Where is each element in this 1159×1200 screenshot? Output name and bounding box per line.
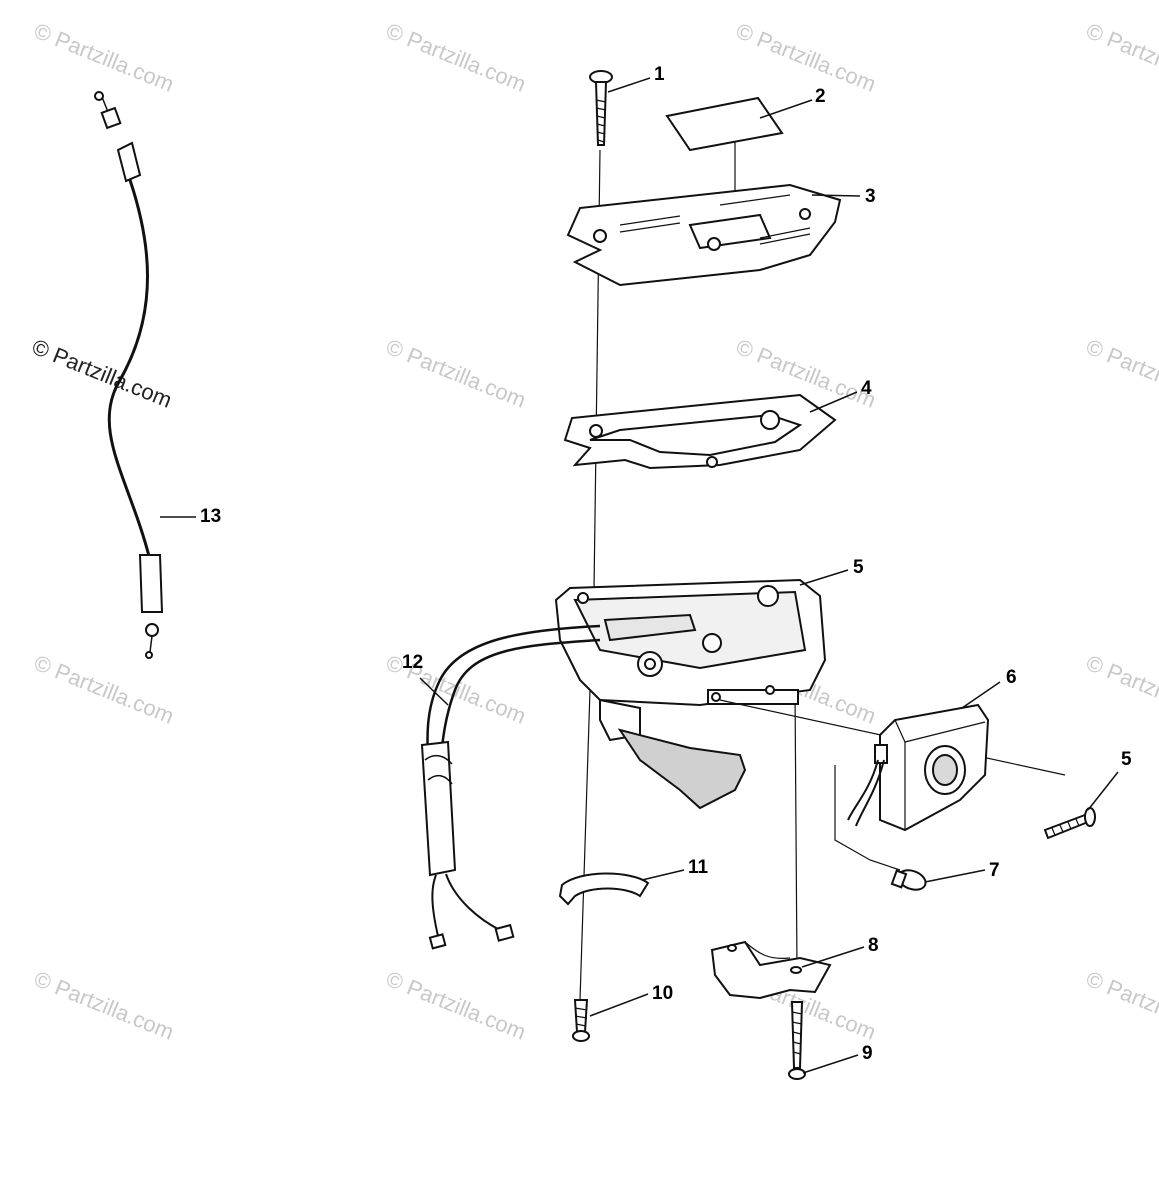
screw-part-10 <box>572 999 590 1042</box>
leader-line <box>809 391 858 413</box>
leader-line <box>799 569 849 586</box>
callout-6: 6 <box>1006 667 1017 688</box>
decal-part-2 <box>665 96 784 152</box>
throttle-cable <box>94 91 164 659</box>
callout-3: 3 <box>865 186 876 207</box>
housing-part-5 <box>554 578 827 810</box>
alignment-line <box>794 689 798 971</box>
callout-8: 8 <box>868 935 879 956</box>
callout-9: 9 <box>862 1043 873 1064</box>
callout-10: 10 <box>652 983 674 1004</box>
clip-part-11 <box>558 872 650 906</box>
alignment-line <box>579 689 591 1001</box>
clamp-part-8 <box>710 940 832 1000</box>
gasket-part-4 <box>563 393 837 470</box>
leader-line <box>607 77 651 93</box>
callout-7: 7 <box>989 860 1000 881</box>
leader-line <box>924 869 986 883</box>
callout-11: 11 <box>688 857 709 878</box>
leader-line <box>961 681 1001 709</box>
leader-line <box>1087 771 1119 811</box>
screw-part-5 <box>1043 807 1096 840</box>
leader-line <box>589 993 649 1017</box>
screw-part-9 <box>788 1001 806 1080</box>
leader-line <box>419 677 449 706</box>
callout-2: 2 <box>815 86 826 107</box>
cover-part-3 <box>566 183 842 287</box>
switch-part-6 <box>834 703 990 871</box>
callout-5: 5 <box>853 557 864 578</box>
wiring-harness-part-12 <box>420 624 601 950</box>
callout-12: 12 <box>402 652 424 673</box>
bulb-part-7 <box>890 869 927 891</box>
callout-4: 4 <box>861 378 872 399</box>
callout-1: 1 <box>654 64 665 85</box>
callout-5: 5 <box>1121 749 1132 770</box>
leader-line <box>801 946 865 968</box>
leader-line <box>641 869 685 881</box>
leader-line <box>759 99 813 119</box>
leader-line <box>802 1054 859 1074</box>
callout-13: 13 <box>200 506 222 527</box>
leader-line <box>811 194 861 197</box>
screw-part-1 <box>589 70 613 146</box>
